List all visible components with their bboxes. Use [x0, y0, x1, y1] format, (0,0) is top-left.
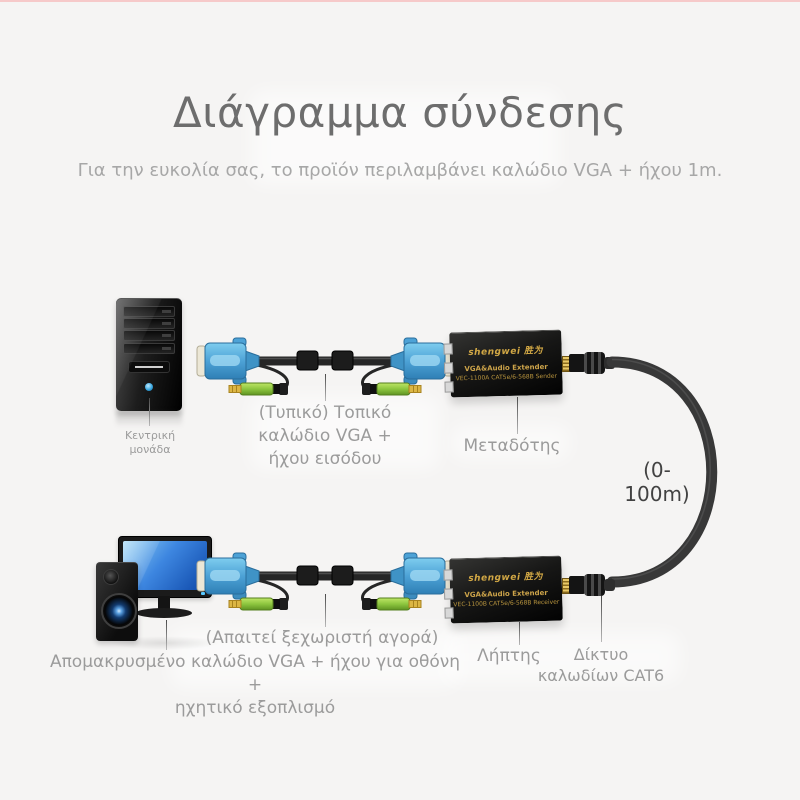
rj45-plug-icon [562, 573, 616, 597]
device-model: VEC-1100B CAT5e/6-568B Receiver [453, 598, 560, 609]
cat6-cable-label: Δίκτυο καλωδίων CAT6 [536, 644, 666, 686]
cat6-cable-label-line: καλωδίων CAT6 [537, 666, 665, 685]
monitor-stand-neck [158, 596, 170, 609]
page-title: Διάγραμμα σύνδεσης [173, 88, 627, 137]
remote-cable-note-line1: (Απαιτεί ξεχωριστή αγορά) [205, 628, 439, 648]
remote-cable-note-line2: Απομακρυσμένο καλώδιο VGA + ήχου για οθό… [49, 652, 461, 695]
rj45-boot [584, 574, 605, 596]
tower-drive-bay [123, 343, 175, 354]
highlight-haze [250, 90, 560, 185]
vga-port-stub [443, 569, 453, 581]
pc-tower-icon [116, 298, 182, 411]
device-product: VGA&Audio Extender [464, 588, 548, 600]
connector-line [517, 397, 518, 434]
page-subtitle: Για την ευκολία σας, το προϊόν περιλαμβά… [77, 160, 723, 181]
speaker-icon [96, 562, 138, 641]
connector-line [325, 374, 326, 401]
rj45-boot [584, 352, 605, 374]
connector-line [601, 596, 602, 642]
monitor-stand-base [136, 608, 192, 618]
tower-power-led [145, 383, 153, 391]
local-cable-label: (Τυπικό) Τοπικό καλώδιο VGA + ήχου εισόδ… [215, 402, 435, 471]
rj45-body [569, 354, 585, 372]
highlight-haze [440, 632, 680, 682]
transmitter-label: Μεταδότης [463, 436, 561, 456]
device-model: VEC-1100A CAT5e/6-568B Sender [455, 372, 558, 383]
device-brand: shengwei 胜为 [468, 346, 544, 358]
connector-line [166, 620, 167, 650]
speaker-woofer [101, 593, 137, 629]
device-product: VGA&Audio Extender [464, 362, 548, 374]
highlight-haze [170, 628, 460, 688]
receiver-label: Λήπτης [477, 646, 541, 666]
local-cable-label-line: (Τυπικό) Τοπικό [258, 403, 392, 423]
rj45-tail [604, 579, 615, 591]
vga-port-stub [443, 343, 453, 355]
cat6-cable-label-line: Δίκτυο [573, 645, 629, 664]
audio-port-stub [443, 588, 454, 600]
power-port-stub [444, 381, 454, 393]
computer-label: Κεντρική μονάδα [124, 429, 176, 456]
highlight-haze [450, 425, 570, 460]
local-cable-label-line: καλώδιο VGA + [258, 426, 392, 446]
connector-line [325, 594, 326, 627]
cat6-cable-arc-icon [606, 356, 718, 588]
remote-cable-note: Απομακρυσμένο καλώδιο VGA + ήχου για οθό… [45, 651, 465, 720]
vga-audio-cable-icon [196, 333, 455, 403]
monitor-shadow [110, 636, 220, 650]
top-accent-line [0, 0, 800, 2]
cat6-distance-label: (0-100m) [624, 458, 690, 506]
tower-drive-bay [123, 306, 175, 317]
rj45-body [569, 576, 585, 594]
tower-drive-bay [123, 318, 175, 329]
connector-line [519, 622, 520, 645]
connector-line [149, 398, 150, 426]
highlight-haze [250, 395, 440, 470]
device-brand: shengwei 胜为 [468, 572, 544, 584]
speaker-tweeter [103, 569, 119, 585]
local-cable-label-line: ήχου εισόδου [268, 449, 382, 469]
tower-optical-slot [128, 361, 170, 373]
tower-drive-bay [123, 330, 175, 341]
audio-port-stub [443, 362, 454, 374]
remote-cable-note-line3: ηχητικό εξοπλισμό [174, 698, 336, 718]
receiver-box-icon: shengwei 胜为 VGA&Audio Extender VEC-1100B… [443, 555, 563, 624]
power-port-stub [444, 607, 454, 619]
transmitter-box-icon: shengwei 胜为 VGA&Audio Extender VEC-1100A… [443, 329, 563, 398]
monitor-power-led [201, 592, 205, 595]
